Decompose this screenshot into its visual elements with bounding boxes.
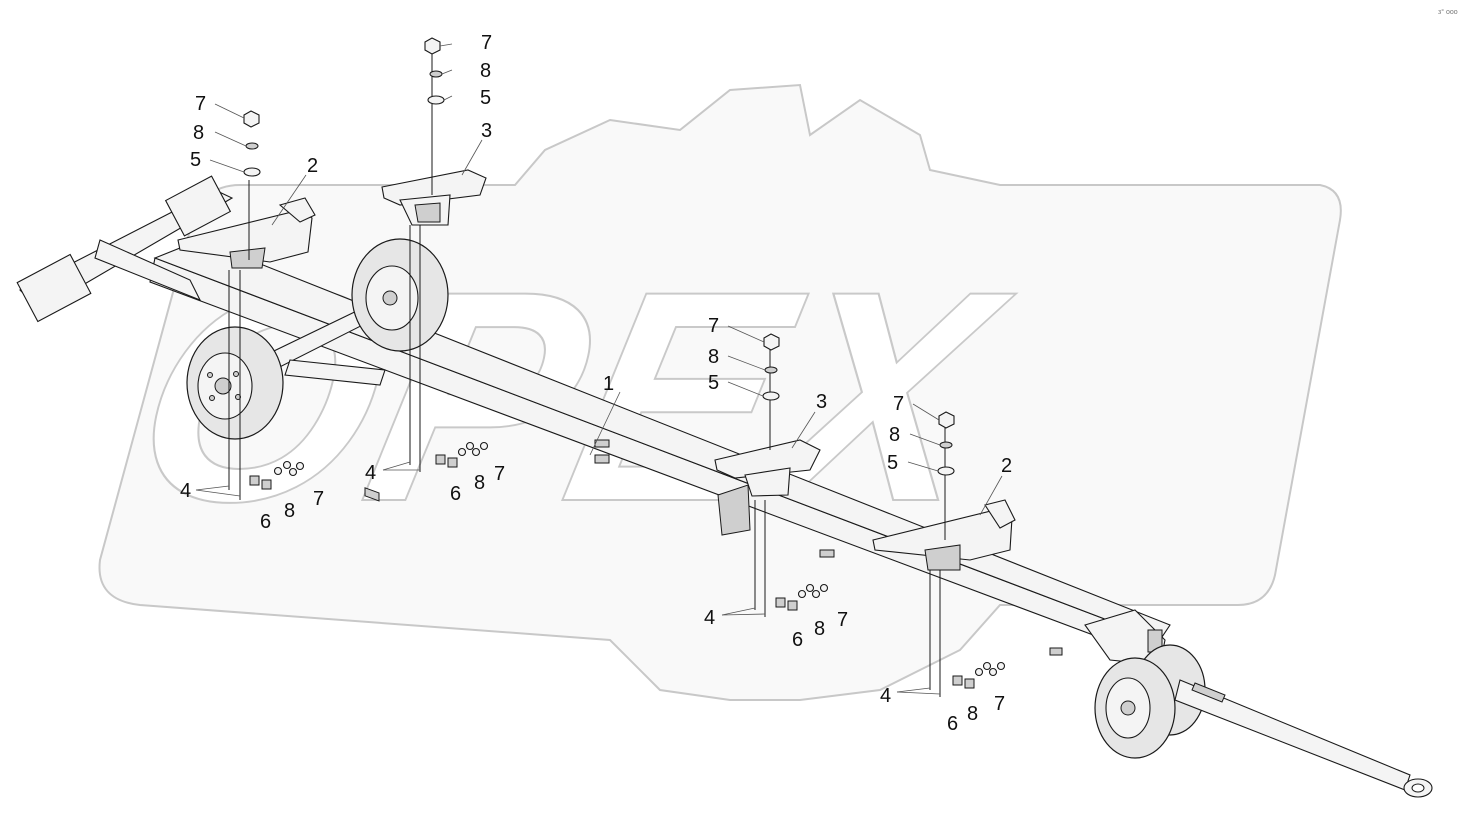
hardware-group-4 [952,661,1006,689]
hardware-group-3 [775,583,829,611]
callout-nut: 7 [994,693,1005,715]
callout-spring-washer: 8 [480,60,491,82]
bracket-right [872,499,1016,571]
upper-hardware [243,37,955,476]
front-axle [1084,609,1433,798]
callout-support-top: 3 [481,120,492,142]
bracket-left [177,197,316,269]
callout-nut: 7 [494,463,505,485]
callout-nut: 7 [837,609,848,631]
callout-nut: 7 [893,393,904,415]
support-top [381,169,487,226]
hardware-group-2 [435,441,489,468]
callout-support-center: 3 [816,391,827,413]
callout-nut: 7 [195,93,206,115]
callout-spring-washer: 8 [708,346,719,368]
callout-washer: 8 [967,703,978,725]
drawbar [1174,679,1433,798]
callout-u-bolt: 4 [180,480,191,502]
lower-hardware [249,441,1006,689]
callout-nut: 7 [481,32,492,54]
leader-lines [195,43,1003,695]
callout-washer: 5 [887,452,898,474]
callout-washer: 8 [474,472,485,494]
callout-nut: 7 [313,488,324,510]
wheel-rear-far [351,238,449,352]
wheel-rear-near [186,326,284,440]
rear-axle [186,238,449,440]
callout-washer: 8 [814,618,825,640]
corner-mark: з° ооо [1438,8,1458,16]
callout-u-bolt: 4 [365,462,376,484]
rear-frame [16,175,234,323]
hardware-group-1 [249,460,305,490]
callout-washer: 8 [284,500,295,522]
callout-nut: 7 [708,315,719,337]
callout-u-bolt: 4 [880,685,891,707]
support-center [714,439,821,536]
wheel-front-near [1094,657,1176,759]
callout-washer: 5 [708,372,719,394]
callout-bracket-left: 2 [307,155,318,177]
callout-plate: 6 [792,629,803,651]
callout-washer: 5 [480,87,491,109]
callout-spring-washer: 8 [193,122,204,144]
callout-main-beam: 1 [603,373,614,395]
callout-washer: 5 [190,149,201,171]
callout-u-bolt: 4 [704,607,715,629]
callouts: 1 2 2 3 3 7 8 5 7 8 5 7 8 5 7 8 5 4 6 8 … [180,32,1012,735]
callout-plate: 6 [450,483,461,505]
callout-plate: 6 [260,511,271,533]
callout-spring-washer: 8 [889,424,900,446]
callout-bracket-right: 2 [1001,455,1012,477]
watermark: OPEX [98,83,1342,701]
callout-plate: 6 [947,713,958,735]
